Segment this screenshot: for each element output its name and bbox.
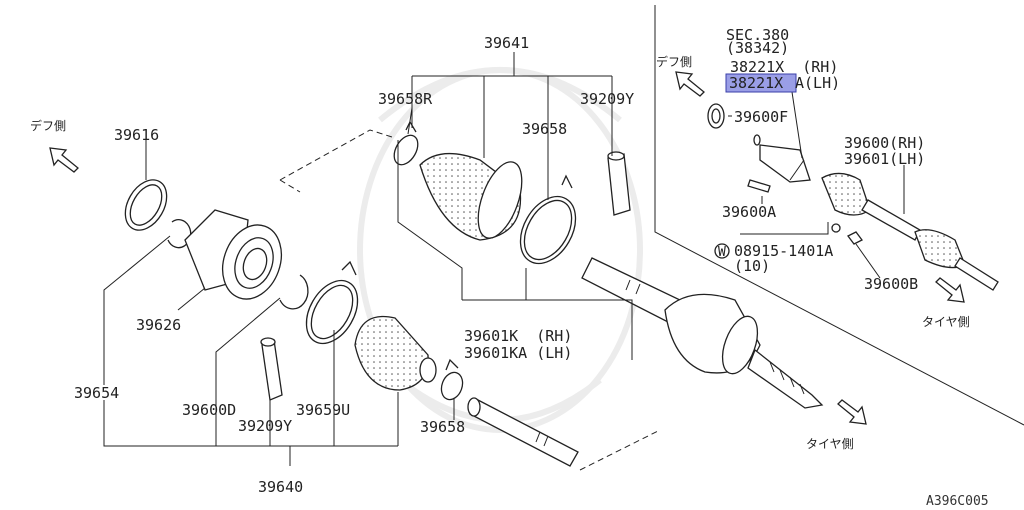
label-39658-bottom[interactable]: 39658 [420, 418, 465, 436]
label-39601LH[interactable]: 39601(LH) [844, 150, 925, 168]
label-39626[interactable]: 39626 [136, 316, 181, 334]
grease-39209Y-top[interactable] [607, 151, 631, 216]
boot-39641-upper[interactable] [419, 152, 531, 244]
inset-panel-border [654, 5, 1024, 426]
label-circle-w: W [718, 245, 726, 260]
assembly-outline-top [279, 129, 396, 181]
inner-shaft[interactable] [467, 397, 579, 467]
bolt-39600A[interactable] [747, 179, 771, 193]
label-tire-side-right: タイヤ側 [922, 315, 970, 329]
diagram-reference-code: A396C005 [926, 494, 989, 509]
shaft-39600F[interactable] [753, 134, 811, 183]
label-tire-side-bottom: タイヤ側 [806, 437, 854, 451]
band-39658-bottom[interactable] [438, 358, 466, 403]
label-39616[interactable]: 39616 [114, 126, 159, 144]
boot-39641-lower[interactable] [354, 316, 437, 391]
label-39600B[interactable]: 39600B [864, 275, 918, 293]
label-39209Y-top[interactable]: 39209Y [580, 90, 634, 108]
arrow-tire-bottom [837, 399, 867, 425]
boot-band-39659U[interactable] [296, 260, 368, 352]
nut-39600B[interactable] [847, 231, 863, 245]
label-39659U[interactable]: 39659U [296, 401, 350, 419]
label-39601KA[interactable]: 39601KA (LH) [464, 344, 572, 362]
label-39600F[interactable]: 39600F [734, 108, 788, 126]
housing-39626[interactable] [184, 209, 291, 307]
highlight-38221XA[interactable] [725, 73, 797, 93]
label-39600D[interactable]: 39600D [182, 401, 236, 419]
label-08915-qty[interactable]: (10) [734, 257, 770, 275]
assembly-outline-left [279, 179, 301, 193]
label-39209Y-bottom[interactable]: 39209Y [238, 417, 292, 435]
drive-shaft-39600[interactable] [821, 172, 999, 291]
label-39600A[interactable]: 39600A [722, 203, 776, 221]
label-diff-side-left: デフ側 [30, 118, 66, 133]
label-sec380[interactable]: SEC.380 [726, 26, 789, 44]
label-38221X[interactable]: 38221X (RH) [730, 58, 838, 76]
washer-08915[interactable] [831, 223, 841, 233]
label-39600RH[interactable]: 39600(RH) [844, 134, 925, 152]
outer-cv-joint[interactable] [664, 293, 824, 409]
arrow-diff-left [49, 147, 79, 173]
band-39658-top[interactable] [509, 174, 587, 273]
label-diff-side-right: デフ側 [656, 54, 692, 69]
label-39601K[interactable]: 39601K (RH) [464, 327, 572, 345]
label-38342[interactable]: (38342) [726, 39, 789, 57]
assembly-outline-bottom [579, 429, 661, 471]
arrow-diff-right [675, 71, 705, 97]
arrow-tire-right [935, 277, 965, 303]
label-08915[interactable]: 08915-1401A [734, 242, 833, 260]
label-39654[interactable]: 39654 [74, 384, 119, 402]
label-39658-top[interactable]: 39658 [522, 120, 567, 138]
oil-seal-38342[interactable] [707, 103, 725, 129]
circlip-39600D[interactable] [279, 274, 309, 310]
snap-ring-39616[interactable] [117, 173, 175, 238]
label-39641[interactable]: 39641 [484, 34, 529, 52]
label-38221XA-suffix[interactable]: A(LH) [795, 74, 840, 92]
label-38221XA-highlight[interactable]: 38221X [729, 74, 783, 92]
grease-39209Y-bottom[interactable] [260, 337, 283, 401]
label-39658R[interactable]: 39658R [378, 90, 433, 108]
leader-lines [103, 52, 905, 466]
washer-mark-icon [714, 243, 730, 259]
label-39640[interactable]: 39640 [258, 478, 303, 496]
